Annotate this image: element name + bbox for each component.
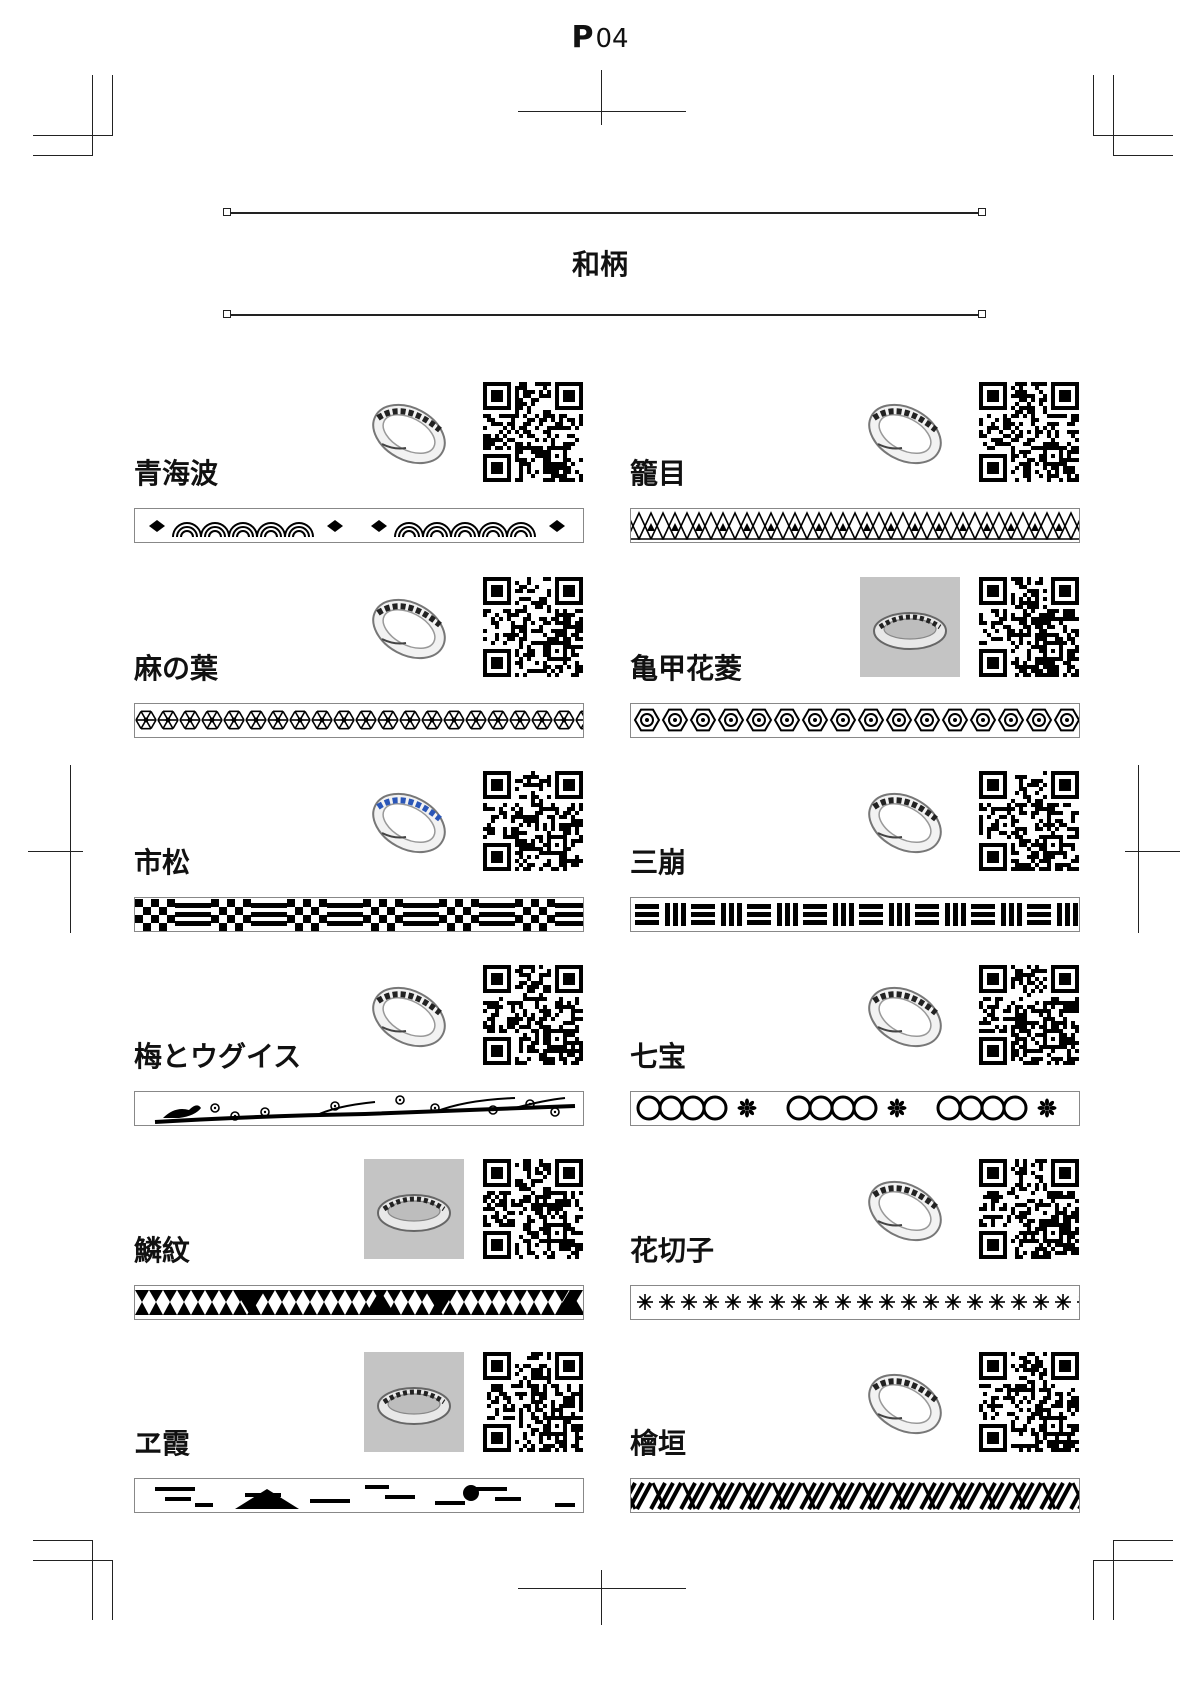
pattern-name: 麻の葉 (134, 652, 219, 685)
pattern-name: 青海波 (134, 457, 219, 490)
pattern-name: 梅とウグイス (134, 1040, 302, 1073)
pattern-item: 梅とウグイス (134, 965, 584, 1140)
pattern-item: 三崩 (630, 771, 1080, 946)
pattern-item: 亀甲花菱 (630, 577, 1080, 752)
pattern-item: 花切子 (630, 1159, 1080, 1334)
ring-illustration (364, 973, 454, 1057)
pattern-item: 麻の葉 (134, 577, 584, 752)
pattern-item: 市松 (134, 771, 584, 946)
ring-illustration (860, 1167, 950, 1251)
pattern-name: 市松 (134, 846, 191, 879)
qr-code[interactable] (483, 577, 583, 677)
pattern-name: 鱗紋 (134, 1234, 191, 1267)
pattern-band (134, 1091, 584, 1126)
pattern-band (630, 1091, 1080, 1126)
pattern-item: 青海波 (134, 382, 584, 557)
pattern-band (134, 703, 584, 738)
qr-code[interactable] (483, 1159, 583, 1259)
section-title: 和柄 (571, 248, 628, 281)
ring-illustration (860, 779, 950, 863)
page-number: P04 (0, 20, 1200, 55)
qr-code[interactable] (979, 577, 1079, 677)
ring-photo (364, 1352, 464, 1452)
pattern-item: 籠目 (630, 382, 1080, 557)
page-prefix: P (571, 20, 596, 55)
ring-photo (364, 1159, 464, 1259)
ring-illustration (860, 390, 950, 474)
pattern-name: 三崩 (630, 846, 687, 879)
pattern-band (134, 1478, 584, 1513)
ring-photo (860, 577, 960, 677)
pattern-band (630, 508, 1080, 543)
pattern-band (134, 897, 584, 932)
ring-illustration (860, 973, 950, 1057)
qr-code[interactable] (483, 382, 583, 482)
pattern-item: 七宝 (630, 965, 1080, 1140)
pattern-band (134, 1285, 584, 1320)
pattern-band (134, 508, 584, 543)
pattern-band (630, 1285, 1080, 1320)
pattern-item: 檜垣 (630, 1352, 1080, 1527)
pattern-band (630, 897, 1080, 932)
qr-code[interactable] (483, 1352, 583, 1452)
ring-illustration (860, 1360, 950, 1444)
pattern-name: 七宝 (630, 1040, 687, 1073)
pattern-item: 鱗紋 (134, 1159, 584, 1334)
ring-illustration (364, 390, 454, 474)
title-rule-bottom (228, 314, 980, 316)
qr-code[interactable] (979, 382, 1079, 482)
pattern-band (630, 703, 1080, 738)
qr-code[interactable] (979, 1159, 1079, 1259)
page-number-value: 04 (595, 24, 629, 54)
qr-code[interactable] (979, 771, 1079, 871)
pattern-name: ヱ霞 (134, 1427, 191, 1460)
qr-code[interactable] (483, 965, 583, 1065)
pattern-item: ヱ霞 (134, 1352, 584, 1527)
ring-illustration (364, 779, 454, 863)
pattern-name: 籠目 (630, 457, 687, 490)
pattern-name: 花切子 (630, 1234, 715, 1267)
pattern-name: 檜垣 (630, 1427, 687, 1460)
qr-code[interactable] (979, 1352, 1079, 1452)
title-rule-top (228, 212, 980, 214)
qr-code[interactable] (979, 965, 1079, 1065)
pattern-band (630, 1478, 1080, 1513)
qr-code[interactable] (483, 771, 583, 871)
pattern-name: 亀甲花菱 (630, 652, 743, 685)
ring-illustration (364, 585, 454, 669)
